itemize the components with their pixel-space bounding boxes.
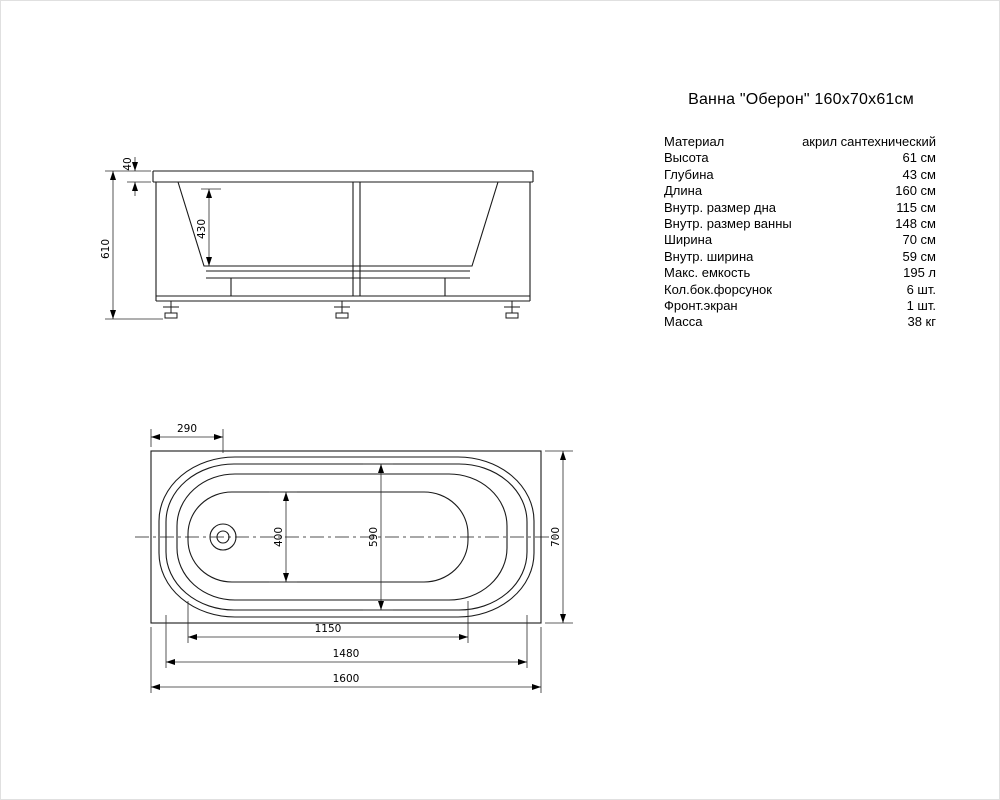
spec-row-inner-width: Внутр. ширина 59 см xyxy=(664,249,936,265)
dim-1150-label: 1150 xyxy=(315,623,342,635)
spec-row-length: Длина 160 см xyxy=(664,183,936,199)
spec-table: Материал акрил сантехнический Высота 61 см… xyxy=(664,134,936,331)
spec-value: 160 см xyxy=(895,183,936,199)
spec-value: 115 см xyxy=(896,199,936,215)
spec-row-capacity: Макс. емкость 195 л xyxy=(664,265,936,281)
spec-row-inner-size: Внутр. размер ванны 148 см xyxy=(664,216,936,232)
dim-290-label: 290 xyxy=(177,423,197,435)
dim-430-label: 430 xyxy=(196,219,208,239)
leg-left xyxy=(163,301,179,319)
side-view-dimensions: 610 40 430 xyxy=(100,157,221,320)
tub-legs xyxy=(163,301,520,319)
side-view: 610 40 430 xyxy=(100,157,534,320)
dim-400-label: 400 xyxy=(273,527,285,547)
spec-label: Макс. емкость xyxy=(664,265,751,281)
dim-590-label: 590 xyxy=(368,527,380,547)
spec-value: 70 см xyxy=(902,232,936,248)
drawing-title: Ванна "Оберон" 160х70х61см xyxy=(688,91,914,108)
spec-label: Ширина xyxy=(664,232,713,248)
leg-right xyxy=(504,301,520,319)
spec-row-width: Ширина 70 см xyxy=(664,232,936,248)
spec-label: Материал xyxy=(664,134,725,149)
spec-label: Кол.бок.форсунок xyxy=(664,281,772,297)
spec-row-bottom-size: Внутр. размер дна 115 см xyxy=(664,200,936,216)
spec-row-material: Материал акрил сантехнический xyxy=(664,134,936,150)
spec-value: 1 шт. xyxy=(906,297,936,313)
tub-side-outline xyxy=(152,170,534,302)
spec-value: 38 кг xyxy=(907,314,936,330)
spec-value: 195 л xyxy=(903,265,936,281)
spec-value: 6 шт. xyxy=(906,281,936,297)
leg-center xyxy=(334,301,350,319)
spec-label: Глубина xyxy=(664,166,714,182)
spec-value: 61 см xyxy=(902,150,936,166)
dim-40-label: 40 xyxy=(122,157,134,170)
spec-label: Высота xyxy=(664,150,709,166)
spec-label: Внутр. размер ванны xyxy=(664,215,792,231)
spec-row-height: Высота 61 см xyxy=(664,150,936,166)
spec-row-jets: Кол.бок.форсунок 6 шт. xyxy=(664,282,936,298)
spec-row-front-panel: Фронт.экран 1 шт. xyxy=(664,298,936,314)
spec-value: акрил сантехнический xyxy=(802,134,936,149)
spec-row-depth: Глубина 43 см xyxy=(664,167,936,183)
spec-value: 148 см xyxy=(895,215,936,231)
dim-610-label: 610 xyxy=(100,239,112,259)
dim-700-label: 700 xyxy=(550,527,562,547)
spec-label: Масса xyxy=(664,314,703,330)
spec-value: 43 см xyxy=(902,166,936,182)
spec-row-mass: Масса 38 кг xyxy=(664,314,936,330)
spec-label: Фронт.экран xyxy=(664,297,738,313)
spec-label: Внутр. ширина xyxy=(664,248,754,264)
spec-label: Внутр. размер дна xyxy=(664,199,777,215)
spec-value: 59 см xyxy=(902,248,936,264)
dim-1600-label: 1600 xyxy=(333,673,360,685)
dim-1480-label: 1480 xyxy=(333,648,360,660)
top-view: 290 400 590 700 1150 xyxy=(135,423,573,693)
spec-label: Длина xyxy=(664,183,703,199)
top-view-dimensions: 290 400 590 700 1150 xyxy=(150,423,573,693)
